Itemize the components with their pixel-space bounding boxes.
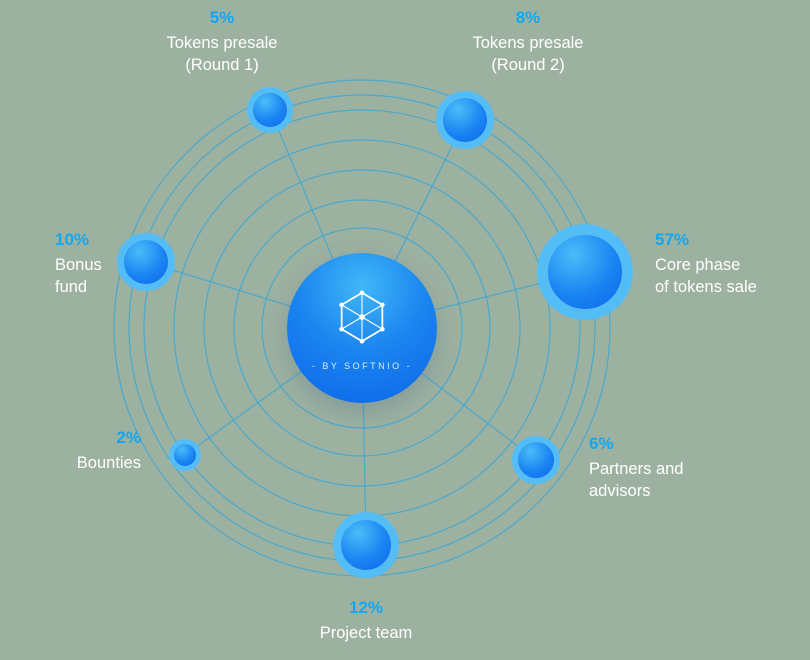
percent-value: 6% (589, 434, 614, 453)
percent-value: 2% (116, 428, 141, 447)
label-line: (Round 1) (185, 55, 259, 74)
percent-value: 57% (655, 230, 690, 249)
node-tokens-presale-round-1 (247, 87, 293, 133)
percent-value: 8% (515, 8, 541, 27)
percent-value: 10% (55, 230, 90, 249)
label-core-phase-of-tokens-sale: 57% Core phase of tokens sale (655, 230, 805, 299)
label-line: (Round 2) (491, 55, 565, 74)
label-line: Project team (319, 624, 413, 642)
node-bounties (169, 439, 201, 471)
label-line: advisors (589, 481, 651, 500)
node-tokens-presale-round-2 (436, 91, 494, 149)
label-tokens-presale-round-1: 5% Tokens presale (Round 1) (132, 8, 312, 77)
orbit-ring (203, 169, 521, 487)
node-bonus-fund (117, 233, 175, 291)
label-line: Bonus (55, 256, 102, 274)
label-tokens-presale-round-2: 8% Tokens presale (Round 2) (438, 8, 618, 77)
hex-network-icon (331, 286, 393, 353)
percent-value: 5% (209, 8, 235, 27)
orbit-ring (233, 199, 491, 457)
label-line: Tokens presale (166, 34, 278, 52)
label-bonus-fund: 10% Bonus fund (55, 230, 175, 299)
node-core-phase-of-tokens-sale (537, 224, 633, 320)
label-bounties: 2% Bounties (21, 428, 141, 475)
label-line: Core phase (655, 256, 741, 274)
label-partners-and-advisors: 6% Partners and advisors (589, 434, 739, 503)
orbit-ring (261, 227, 463, 429)
label-line: Partners and (589, 460, 684, 478)
node-partners-and-advisors (512, 436, 560, 484)
label-line: fund (55, 277, 88, 296)
label-project-team: 12% Project team (266, 598, 466, 645)
label-line: Tokens presale (472, 34, 584, 52)
label-line: of tokens sale (655, 277, 757, 296)
brand-text: - BY SOFTNIO - (311, 360, 413, 371)
percent-value: 12% (348, 598, 384, 617)
center-hub: - BY SOFTNIO - (287, 253, 437, 403)
node-project-team (333, 512, 399, 578)
label-line: Bounties (76, 454, 141, 472)
